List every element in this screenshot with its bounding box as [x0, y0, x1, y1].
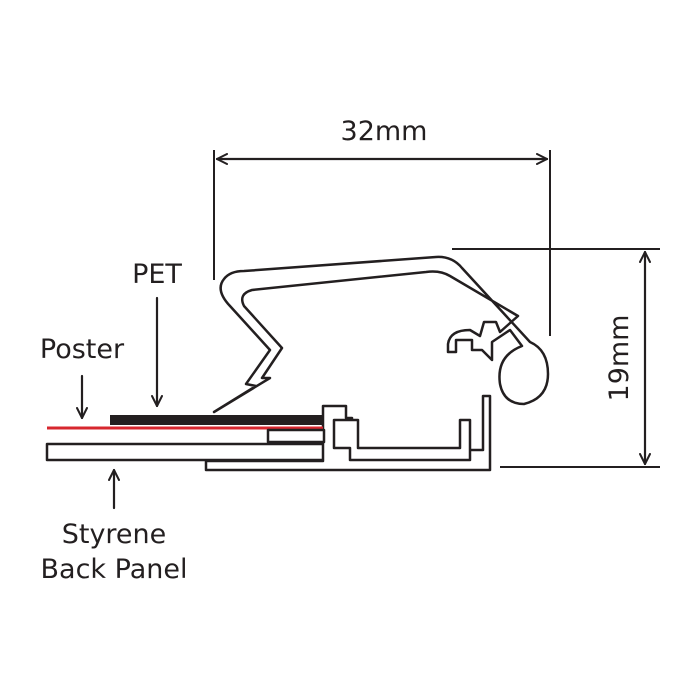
styrene-label-line2: Back Panel: [41, 554, 188, 585]
styrene-callout: Styrene Back Panel: [41, 468, 188, 585]
height-dimension: 19mm: [452, 248, 660, 468]
poster-label: Poster: [40, 334, 125, 365]
styrene-label-line1: Styrene: [62, 519, 167, 550]
styrene-back-panel: [45, 442, 345, 462]
pet-sheet: [110, 415, 323, 425]
pet-callout: PET: [132, 259, 182, 408]
width-dimension-label: 32mm: [341, 116, 428, 147]
height-dimension-label: 19mm: [604, 315, 635, 402]
pet-label: PET: [132, 259, 182, 290]
poster-callout: Poster: [40, 334, 125, 420]
width-dimension: 32mm: [213, 116, 551, 336]
spacer-strip: [266, 428, 326, 444]
snap-cover-profile: [212, 255, 550, 414]
frame-base-channel: [332, 418, 472, 462]
